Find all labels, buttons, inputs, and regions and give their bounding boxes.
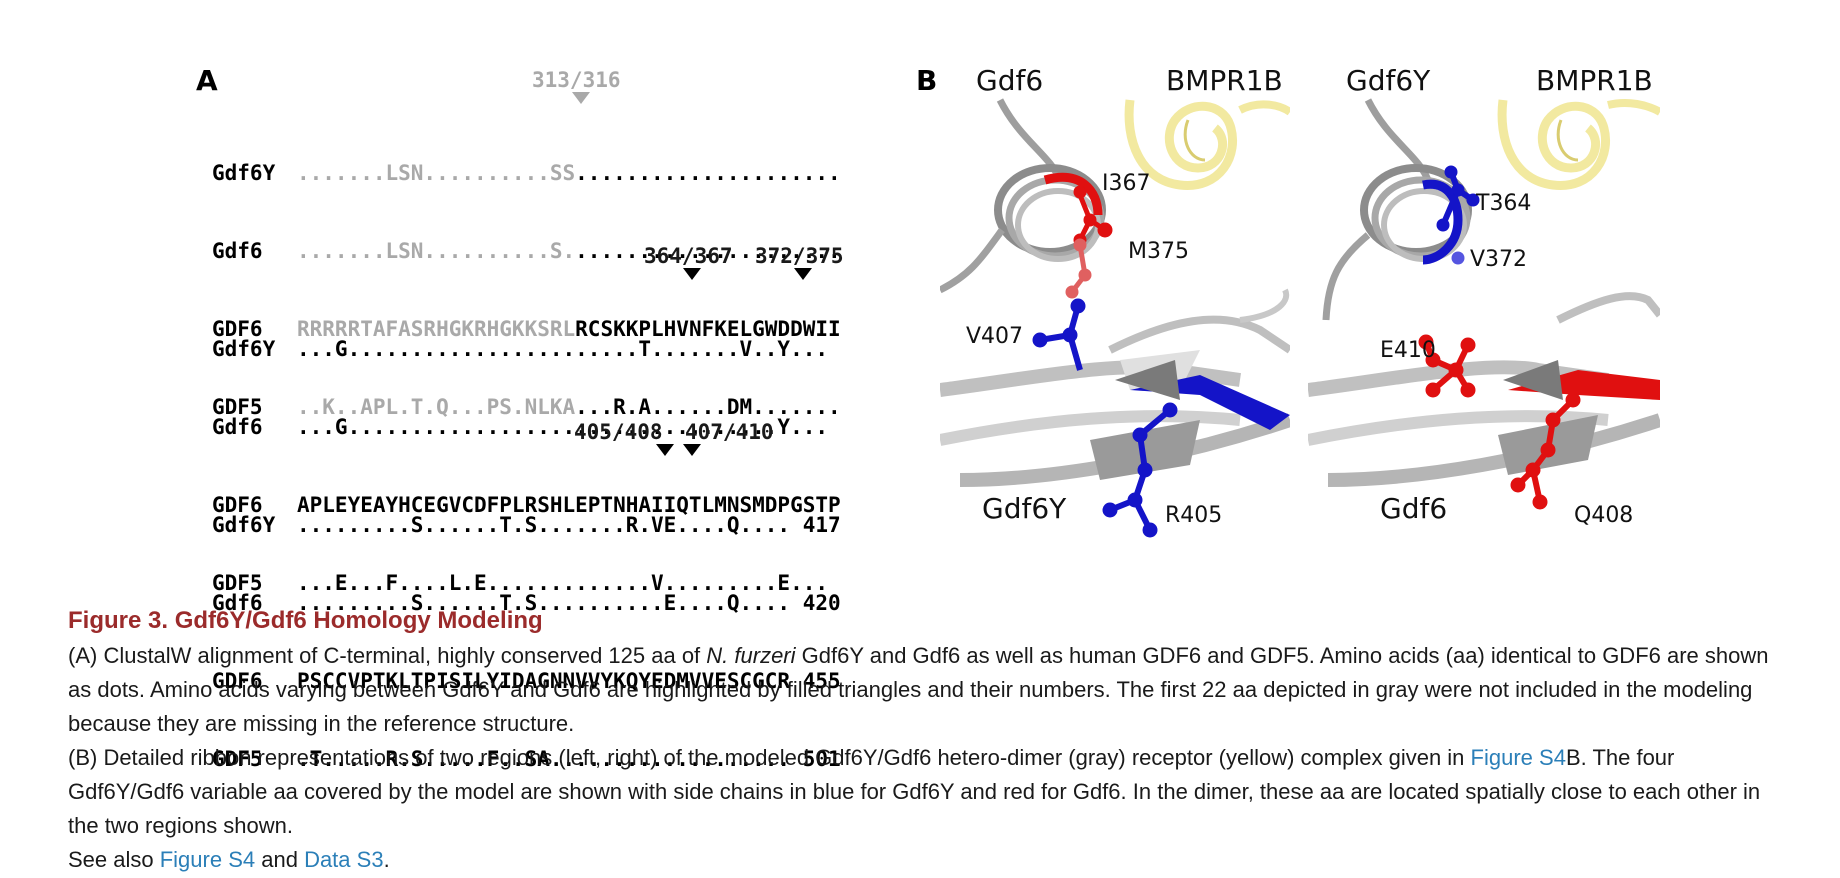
marker-label: 364/367 (644, 244, 733, 268)
marker-label: 372/375 (755, 244, 844, 268)
sequence-name: GDF6 (212, 317, 263, 341)
residue-label: T364 (1475, 191, 1531, 216)
receptor-label: BMPR1B (1536, 64, 1653, 97)
sequence: .........S......T.S..........E....Q.... (297, 591, 791, 615)
alignment-row: Gdf6Y ...G.......................T.......… (212, 336, 841, 362)
sequence-gray: .......LSN..........S. (297, 239, 576, 263)
sequence-end-number: 455 (802, 669, 841, 693)
alignment-row: Gdf6Y .......LSN..........SS.............… (212, 160, 841, 186)
ribbon-view-left: Gdf6 BMPR1B I367 M375 V407 Gdf6Y R405 (940, 64, 1290, 538)
caption-text: See also (68, 847, 160, 872)
marker-triangle (683, 268, 701, 280)
residue-label: E410 (1380, 338, 1436, 363)
residue-label: M375 (1128, 239, 1189, 264)
sequence-name: Gdf6 (212, 239, 263, 263)
sequence-end-number: 417 (802, 513, 841, 537)
sequence-name: GDF6 (212, 493, 263, 517)
sequence: ..................... (575, 161, 841, 185)
chain-label: Gdf6 (1380, 492, 1447, 525)
panel-b-label: B (916, 64, 938, 97)
gdf6-side-chain (1065, 185, 1113, 299)
caption-paragraph-b: (B) Detailed ribbon representations of t… (68, 741, 1792, 843)
residue-label: R405 (1165, 503, 1222, 528)
sequence: ...E...F....L.E.............V.........E.… (297, 571, 829, 595)
sequence-name: Gdf6Y (212, 513, 276, 537)
residue-label: V372 (1470, 247, 1527, 272)
receptor-ribbon (1497, 99, 1660, 190)
sequence-name: Gdf6 (212, 415, 263, 439)
marker-label: 407/410 (685, 420, 774, 444)
figure-title: Figure 3. Gdf6Y/Gdf6 Homology Modeling (68, 607, 543, 634)
alignment-block-3: Gdf6Y .........S......T.S.......R.VE....Q… (212, 460, 841, 798)
gdf6y-side-chain (1436, 165, 1480, 265)
data-s3-link[interactable]: Data S3 (304, 847, 384, 872)
alignment-block-1: Gdf6Y .......LSN..........SS.............… (212, 108, 841, 446)
alignment-row: GDF5 ...E...F....L.E.............V.......… (212, 570, 841, 596)
sequence-gray: ..K..APL.T.Q...PS.NLKA (297, 395, 576, 419)
species-name: N. furzeri (706, 643, 796, 668)
caption-text: and (255, 847, 305, 872)
caption-text: Gdf6Y and Gdf6 as well as human GDF6 and… (68, 643, 1769, 736)
chain-label: Gdf6Y (982, 492, 1067, 525)
marker-triangle (572, 92, 590, 104)
caption-text: (B) Detailed ribbon representations of t… (68, 745, 1471, 770)
figure-s4-link[interactable]: Figure S4 (159, 847, 256, 872)
sequence-name: GDF5 (212, 571, 263, 595)
alignment-row: Gdf6 .......LSN..........S...............… (212, 238, 841, 264)
sequence-name: GDF5 (212, 747, 263, 771)
alignment-block-2: Gdf6Y ...G.......................T.......… (212, 284, 841, 622)
alignment-row: GDF6 RRRRRTAFASRHGKRHGKKSRLRCSKKPLHVNFKEL… (212, 316, 841, 342)
receptor-ribbon (1124, 99, 1290, 190)
gdf6y-side-chain (1032, 298, 1178, 538)
sequence: ...R.A......DM....... (575, 395, 841, 419)
caption-paragraph-a: (A) ClustalW alignment of C-terminal, hi… (68, 639, 1792, 741)
sequence-name: Gdf6Y (212, 161, 276, 185)
sequence: ...G.......................T.......V..Y.… (297, 337, 829, 361)
sequence: .........S......T.S.......R.VE....Q.... (297, 513, 791, 537)
residue-label: Q408 (1574, 503, 1633, 528)
gdf6-side-chain (1418, 334, 1581, 510)
ribbon-view-right: Gdf6Y BMPR1B T364 V372 E410 Gdf6 Q408 (1308, 64, 1660, 528)
residue-label: I367 (1102, 171, 1150, 196)
caption-text: (A) ClustalW alignment of C-terminal, hi… (68, 643, 707, 668)
figure-s4-link[interactable]: Figure S4 (1470, 745, 1566, 770)
sequence: ...G..................................Y.… (297, 415, 829, 439)
panel-a-label: A (196, 64, 218, 97)
residue-label: V407 (966, 324, 1023, 349)
sequence-name: GDF6 (212, 669, 263, 693)
marker-triangle (794, 268, 812, 280)
sequence: ..................... (575, 239, 841, 263)
sequence: APLEYEAYHCEGVCDFPLRSHLEPTNHAIIQTLMNSMDPG… (297, 493, 841, 517)
alignment-row: GDF5 .T.....R.S.....F..SA................… (212, 746, 841, 772)
sequence-name: GDF5 (212, 395, 263, 419)
alignment-row: Gdf6 .........S......T.S..........E....Q.… (212, 590, 841, 616)
dimer-ribbon (1308, 98, 1660, 487)
sequence-end-number: 501 (802, 747, 841, 771)
alignment-row: GDF6 PSCCVPTKLTPISILYIDAGNNVVYKQYEDMVVESC… (212, 668, 841, 694)
caption-see-also: See also Figure S4 and Data S3. (68, 843, 390, 877)
dimer-ribbon (940, 98, 1290, 487)
marker-triangle (683, 444, 701, 456)
sequence: RCSKKPLHVNFKELGWDDWII (575, 317, 841, 341)
alignment-row: Gdf6 ...G................................… (212, 414, 841, 440)
sequence-gray: .......LSN..........SS (297, 161, 576, 185)
sequence-gray: RRRRRTAFASRHGKRHGKKSRL (297, 317, 576, 341)
alignment-row: GDF5 ..K..APL.T.Q...PS.NLKA...R.A......DM… (212, 394, 841, 420)
receptor-label: BMPR1B (1166, 64, 1283, 97)
sequence-name: Gdf6 (212, 591, 263, 615)
sequence-name: Gdf6Y (212, 337, 276, 361)
alignment-row: Gdf6Y .........S......T.S.......R.VE....Q… (212, 512, 841, 538)
sequence-end-number: 420 (802, 591, 841, 615)
caption-text: B. The four Gdf6Y/Gdf6 variable aa cover… (68, 745, 1761, 838)
marker-label: 313/316 (532, 68, 621, 92)
sequence: PSCCVPTKLTPISILYIDAGNNVVYKQYEDMVVESCGCR (297, 669, 791, 693)
chain-label: Gdf6 (976, 64, 1043, 97)
chain-label: Gdf6Y (1346, 64, 1431, 97)
sequence: .T.....R.S.....F..SA................... (297, 747, 791, 771)
marker-triangle (656, 444, 674, 456)
marker-label: 405/408 (574, 420, 663, 444)
alignment-row: GDF6 APLEYEAYHCEGVCDFPLRSHLEPTNHAIIQTLMNS… (212, 492, 841, 518)
caption-text: . (383, 847, 390, 872)
